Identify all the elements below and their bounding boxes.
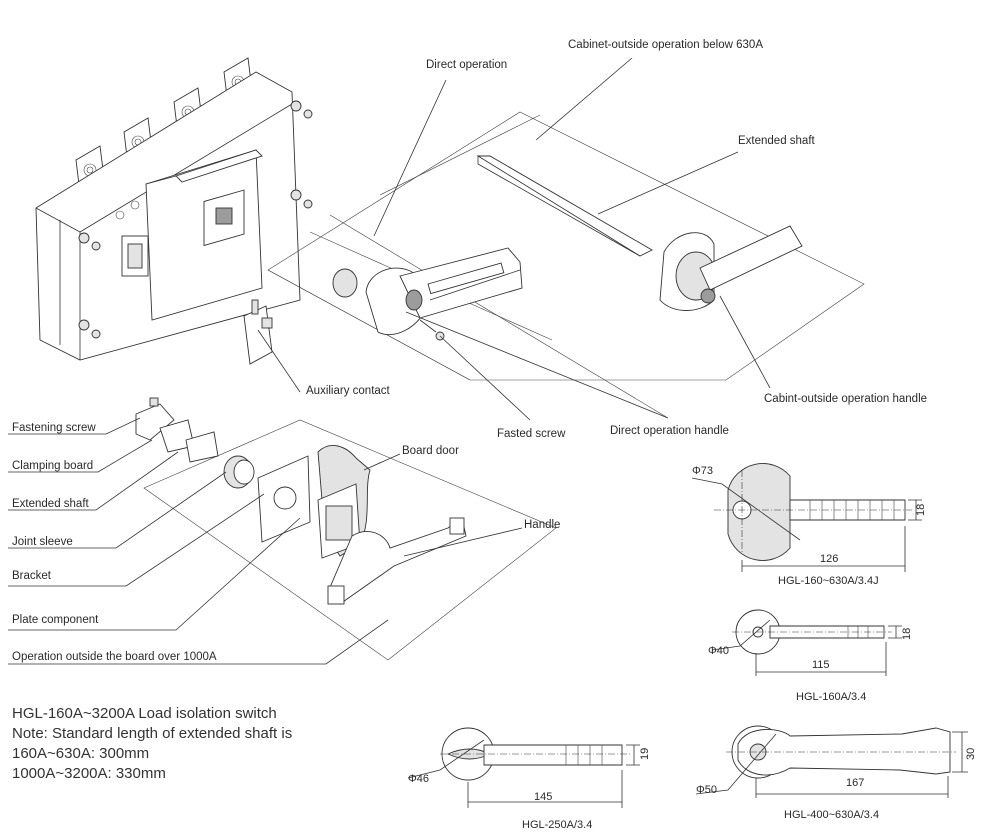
- label-auxiliary-contact: Auxiliary contact: [306, 385, 391, 397]
- handle-drawing-4: [695, 725, 968, 798]
- label-handle: Handle: [524, 519, 560, 531]
- auxiliary-contact-part: [243, 299, 273, 365]
- label-extended-shaft-top: Extended shaft: [738, 135, 816, 147]
- h3-width: 19: [639, 748, 651, 760]
- h4-diameter: Φ50: [696, 784, 717, 796]
- h3-model: HGL-250A/3.4: [522, 819, 592, 831]
- h1-length: 126: [820, 553, 838, 565]
- label-board-door: Board door: [402, 445, 459, 457]
- h4-length: 167: [846, 777, 864, 789]
- h2-diameter: Φ40: [708, 645, 729, 657]
- note-line-4: 1000A~3200A: 330mm: [12, 765, 166, 782]
- cabinet-handle-part: [659, 225, 803, 311]
- label-direct-operation: Direct operation: [426, 59, 507, 71]
- handle-drawing-2: [711, 609, 902, 676]
- projection-planes-top: [267, 111, 865, 419]
- label-plate-component: Plate component: [12, 614, 99, 626]
- direct-operation-handle-part: [332, 247, 523, 341]
- h2-length: 115: [812, 659, 830, 671]
- extended-shaft-part: [476, 155, 653, 257]
- label-joint-sleeve: Joint sleeve: [12, 536, 73, 548]
- h3-diameter: Φ46: [408, 773, 429, 785]
- h1-diameter: Φ73: [692, 465, 713, 477]
- board-assembly: [135, 397, 557, 661]
- label-fasted-screw: Fasted screw: [497, 428, 566, 440]
- label-cabint-outside-operation-handle: Cabint-outside operation handle: [764, 393, 927, 405]
- switch-body: [35, 57, 313, 365]
- label-fastening-screw: Fastening screw: [12, 422, 96, 434]
- note-line-1: HGL-160A~3200A Load isolation switch: [12, 705, 277, 722]
- label-extended-shaft-left: Extended shaft: [12, 498, 90, 510]
- h2-model: HGL-160A/3.4: [796, 691, 866, 703]
- h3-length: 145: [534, 791, 552, 803]
- label-operation-outside-board: Operation outside the board over 1000A: [12, 651, 217, 663]
- note-line-2: Note: Standard length of extended shaft …: [12, 725, 292, 742]
- label-bracket: Bracket: [12, 570, 52, 582]
- h1-width: 18: [915, 504, 927, 516]
- h4-width: 30: [965, 748, 977, 760]
- handle-drawing-1: [691, 463, 922, 572]
- label-clamping-board: Clamping board: [12, 460, 93, 472]
- label-direct-operation-handle: Direct operation handle: [610, 425, 729, 437]
- handle-drawing-3: [407, 727, 640, 808]
- h1-model: HGL-160~630A/3.4J: [778, 575, 879, 587]
- note-line-3: 160A~630A: 300mm: [12, 745, 149, 762]
- leaders-top: [257, 57, 771, 421]
- h4-model: HGL-400~630A/3.4: [784, 809, 879, 821]
- label-cabinet-outside-operation: Cabinet-outside operation below 630A: [568, 39, 763, 51]
- body-screws: [78, 100, 313, 339]
- leaders-left: [8, 417, 523, 665]
- h2-width: 18: [901, 628, 913, 640]
